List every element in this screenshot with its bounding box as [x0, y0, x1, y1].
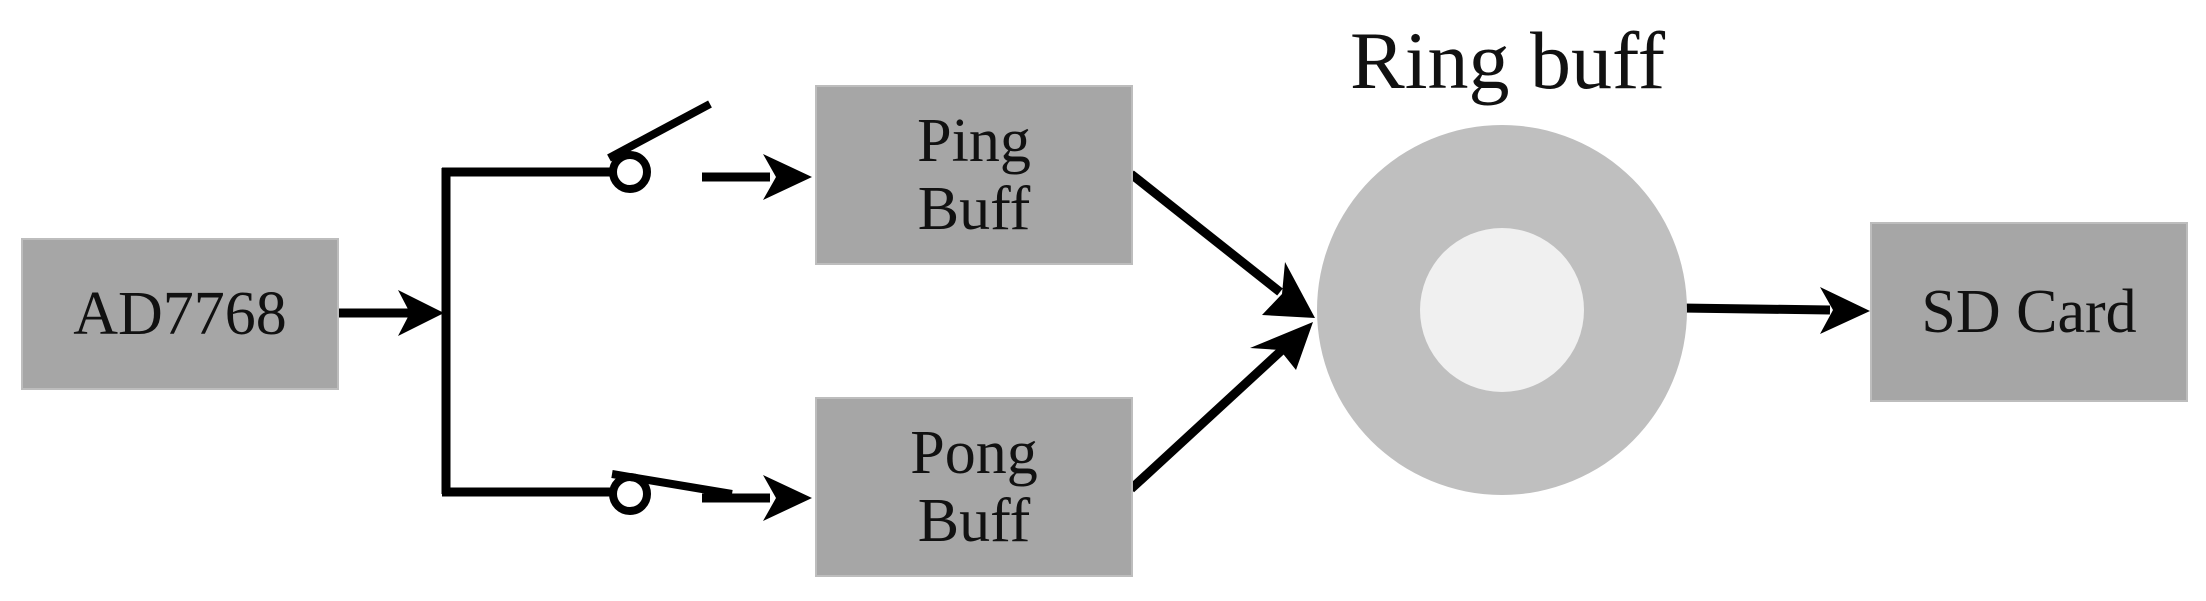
ping-label-line1: Ping [917, 106, 1031, 175]
pong-input-arrowhead [763, 475, 812, 521]
sd-card-label: SD Card [1921, 277, 2137, 346]
lower-switch-blade [611, 470, 733, 498]
pong-to-ring-line [1127, 346, 1286, 493]
ring-to-sd-line [1680, 303, 1831, 315]
ping-label-line2: Buff [917, 175, 1031, 243]
adc-label: AD7768 [73, 279, 287, 348]
ping-to-ring-arrowhead [1262, 262, 1315, 318]
sd-card-block: SD Card [1870, 222, 2188, 402]
ping-to-ring-line [1128, 170, 1283, 296]
ping-input-arrowhead [763, 154, 812, 200]
ring-buffer-title: Ring buff [1350, 15, 1666, 106]
ring-to-sd-arrowhead [1820, 287, 1870, 334]
adc-output-arrowhead [398, 290, 444, 336]
pong-label-line2: Buff [917, 487, 1031, 555]
pong-buffer-block: Pong Buff [815, 397, 1133, 577]
ping-buffer-block: Ping Buff [815, 85, 1133, 265]
pong-label-line1: Pong [910, 418, 1038, 487]
ring-buffer-inner-circle [1420, 228, 1584, 392]
adc-block: AD7768 [21, 238, 339, 390]
pong-to-ring-arrowhead [1250, 322, 1313, 370]
upper-switch-pivot [609, 151, 651, 193]
upper-switch-blade [607, 100, 712, 162]
